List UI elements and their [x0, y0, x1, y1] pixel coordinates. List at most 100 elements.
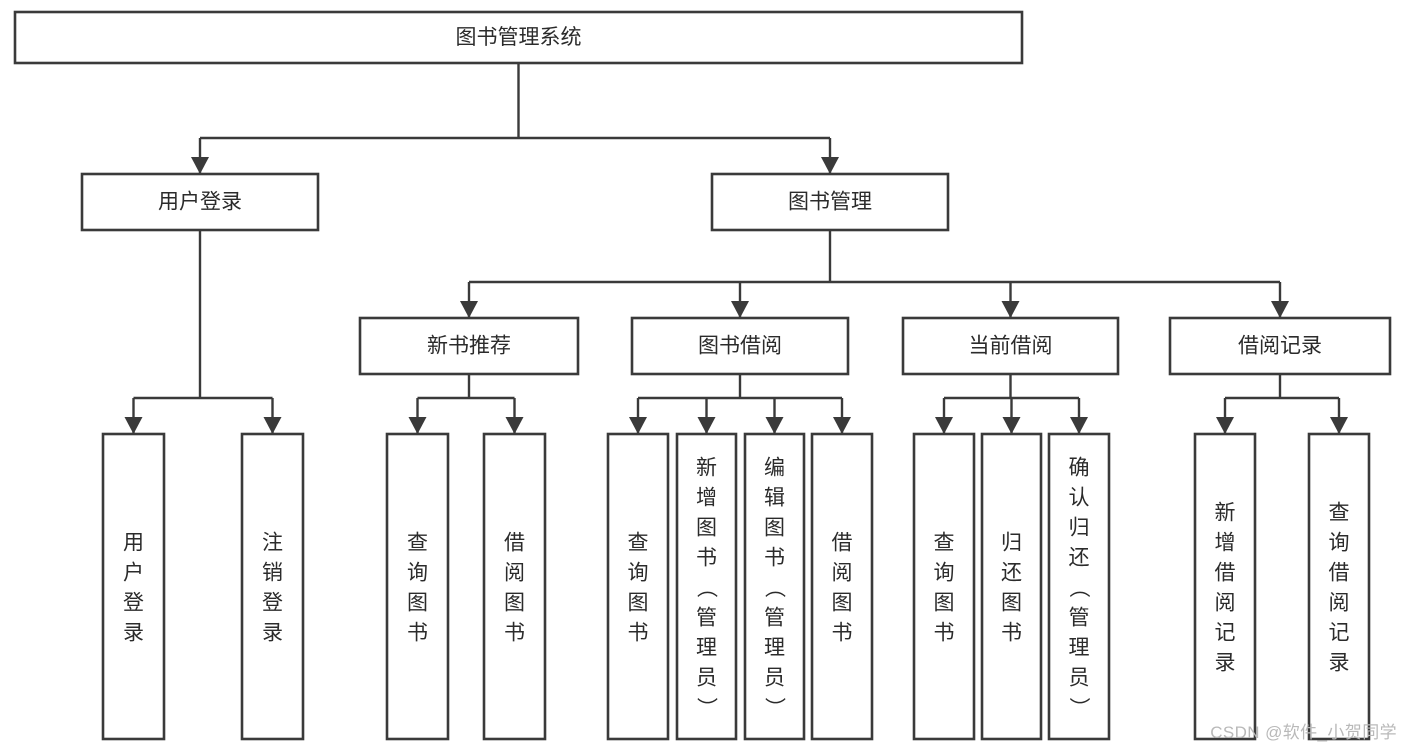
arrow-head-icon — [1330, 417, 1348, 434]
arrow-head-icon — [1001, 301, 1020, 318]
node-label-borrow-record: 借阅记录 — [1238, 335, 1322, 358]
node-box-leaf-query-book-1 — [385, 432, 450, 741]
arrow-head-icon — [731, 301, 749, 318]
node-label-char: 书 — [764, 547, 785, 570]
node-label-char: 书 — [934, 622, 955, 645]
connector-layer — [124, 63, 1348, 434]
node-label-char: 查 — [407, 532, 428, 555]
node-label-char: 用 — [123, 532, 144, 555]
node-label-char: 管 — [1069, 607, 1090, 630]
node-label-char: ） — [1067, 697, 1090, 718]
arrow-head-icon — [1002, 417, 1021, 434]
node-new-book-recommend[interactable]: 新书推荐 — [358, 316, 580, 376]
node-label-char: 询 — [628, 562, 649, 585]
node-label-char: 书 — [696, 547, 717, 570]
edge-group-new-book-recommend — [408, 374, 524, 434]
node-label-char: 理 — [764, 637, 785, 660]
node-box-root — [13, 10, 1024, 65]
node-label-book-borrow: 图书借阅 — [698, 335, 782, 358]
arrow-head-icon — [460, 301, 478, 318]
node-label-char: 管 — [764, 607, 785, 630]
arrow-head-icon — [697, 417, 716, 434]
arrow-head-icon — [263, 417, 282, 434]
node-label-char: 新 — [1215, 502, 1236, 525]
arrow-head-icon — [1271, 301, 1289, 318]
node-book-borrow[interactable]: 图书借阅 — [630, 316, 850, 376]
arrow-head-icon — [833, 417, 851, 434]
node-label-char: 还 — [1069, 547, 1090, 570]
node-label-char: 书 — [504, 622, 525, 645]
node-label-char: （ — [763, 577, 786, 598]
node-box-leaf-user-login — [101, 432, 166, 741]
node-label-char: 新 — [696, 457, 717, 480]
node-leaf-user-login[interactable]: 用户登录 — [101, 432, 166, 741]
node-box-borrow-record — [1168, 316, 1392, 376]
node-box-leaf-borrow-book-1 — [482, 432, 547, 741]
node-label-char: 管 — [696, 607, 717, 630]
node-label-char: 录 — [123, 622, 144, 645]
node-label-char: 书 — [1001, 622, 1022, 645]
node-label-char: 销 — [262, 562, 283, 585]
node-label-root: 图书管理系统 — [456, 26, 582, 49]
node-box-leaf-logout — [240, 432, 305, 741]
node-box-leaf-add-book — [675, 432, 738, 741]
node-label-char: 记 — [1215, 622, 1236, 645]
node-user-login[interactable]: 用户登录 — [80, 172, 320, 232]
arrow-head-icon — [821, 157, 839, 174]
arrow-head-icon — [629, 417, 647, 434]
node-label-char: 录 — [262, 622, 283, 645]
edge-group-current-borrow — [935, 374, 1088, 434]
node-label-char: 借 — [1215, 562, 1236, 585]
edge-group-book-borrow — [629, 374, 851, 434]
node-box-leaf-borrow-book-2 — [810, 432, 874, 741]
node-box-book-borrow — [630, 316, 850, 376]
node-label-char: 图 — [504, 592, 525, 615]
node-label-char: 书 — [832, 622, 853, 645]
node-label-char: 阅 — [832, 562, 853, 585]
node-label-char: ） — [763, 697, 786, 718]
node-label-char: 询 — [407, 562, 428, 585]
node-label-char: 借 — [504, 532, 525, 555]
node-label-char: 员 — [1069, 667, 1090, 690]
node-box-leaf-confirm-return — [1047, 432, 1111, 741]
node-label-char: 员 — [764, 667, 785, 690]
node-label-char: 图 — [696, 517, 717, 540]
node-borrow-record[interactable]: 借阅记录 — [1168, 316, 1392, 376]
arrow-head-icon — [765, 417, 784, 434]
node-label-char: 员 — [696, 667, 717, 690]
arrow-head-icon — [935, 417, 953, 434]
edge-group-root — [191, 63, 839, 174]
node-label-new-book-recommend: 新书推荐 — [427, 335, 511, 358]
node-box-book-manage — [710, 172, 950, 232]
node-label-char: 借 — [832, 532, 853, 555]
node-label-char: 归 — [1069, 517, 1090, 540]
arrow-head-icon — [505, 417, 524, 434]
arrow-head-icon — [1216, 417, 1234, 434]
node-current-borrow[interactable]: 当前借阅 — [901, 316, 1120, 376]
node-label-book-manage: 图书管理 — [788, 191, 872, 214]
node-box-user-login — [80, 172, 320, 232]
node-layer: 图书管理系统用户登录图书管理新书推荐图书借阅当前借阅借阅记录用户登录注销登录查询… — [13, 10, 1392, 741]
node-label-char: 登 — [262, 592, 283, 615]
node-label-char: 阅 — [1329, 592, 1350, 615]
node-box-leaf-add-record — [1193, 432, 1257, 741]
node-label-char: 查 — [1329, 502, 1350, 525]
node-label-char: 图 — [1001, 592, 1022, 615]
node-book-manage[interactable]: 图书管理 — [710, 172, 950, 232]
node-label-char: 阅 — [1215, 592, 1236, 615]
node-root[interactable]: 图书管理系统 — [13, 10, 1024, 65]
